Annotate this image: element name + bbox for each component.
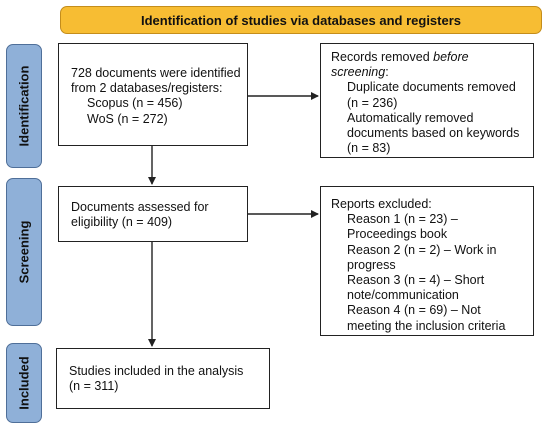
excluded-reason-4: Reason 4 (n = 69) – Not meeting the incl… [347,303,506,333]
phase-identification: Identification [6,44,42,168]
header-banner: Identification of studies via databases … [60,6,542,34]
phase-screening: Screening [6,178,42,326]
excluded-reason-3: Reason 3 (n = 4) – Short note/communicat… [347,273,485,303]
removed-box: Records removed before screening: Duplica… [320,43,534,158]
identified-box: 728 documents were identified from 2 dat… [58,43,248,146]
excluded-heading: Reports excluded: [331,197,432,211]
excluded-reason-1: Reason 1 (n = 23) – Proceedings book [347,212,458,242]
included-line-2: (n = 311) [69,379,119,394]
removed-item-duplicates: Duplicate documents removed (n = 236) [347,80,516,110]
excluded-reason-2: Reason 2 (n = 2) – Work in progress [347,242,497,272]
removed-item-keywords: Automatically removed documents based on… [347,110,520,156]
removed-heading-prefix: Records removed [331,50,434,64]
removed-heading-emph2: screening [331,65,386,80]
source-wos: WoS (n = 272) [87,111,168,126]
removed-heading-emph: before [433,50,469,64]
removed-heading: Records removed before screening: [331,50,527,80]
included-box: Studies included in the analysis (n = 31… [56,348,270,409]
assessed-box: Documents assessed for eligibility (n = … [58,186,248,242]
phase-included: Included [6,343,42,423]
banner-title: Identification of studies via databases … [140,12,462,28]
assessed-line-1: Documents assessed for [71,200,209,214]
assessed-line-2: eligibility (n = 409) [71,215,173,230]
source-scopus: Scopus (n = 456) [87,96,183,111]
removed-heading-suffix: : [385,65,389,80]
included-line-1: Studies included in the analysis [69,364,244,378]
identified-line-1: 728 documents were identified [71,66,241,80]
identified-line-2: from 2 databases/registers: [71,81,223,96]
excluded-box: Reports excluded: Reason 1 (n = 23) – Pr… [320,186,534,336]
